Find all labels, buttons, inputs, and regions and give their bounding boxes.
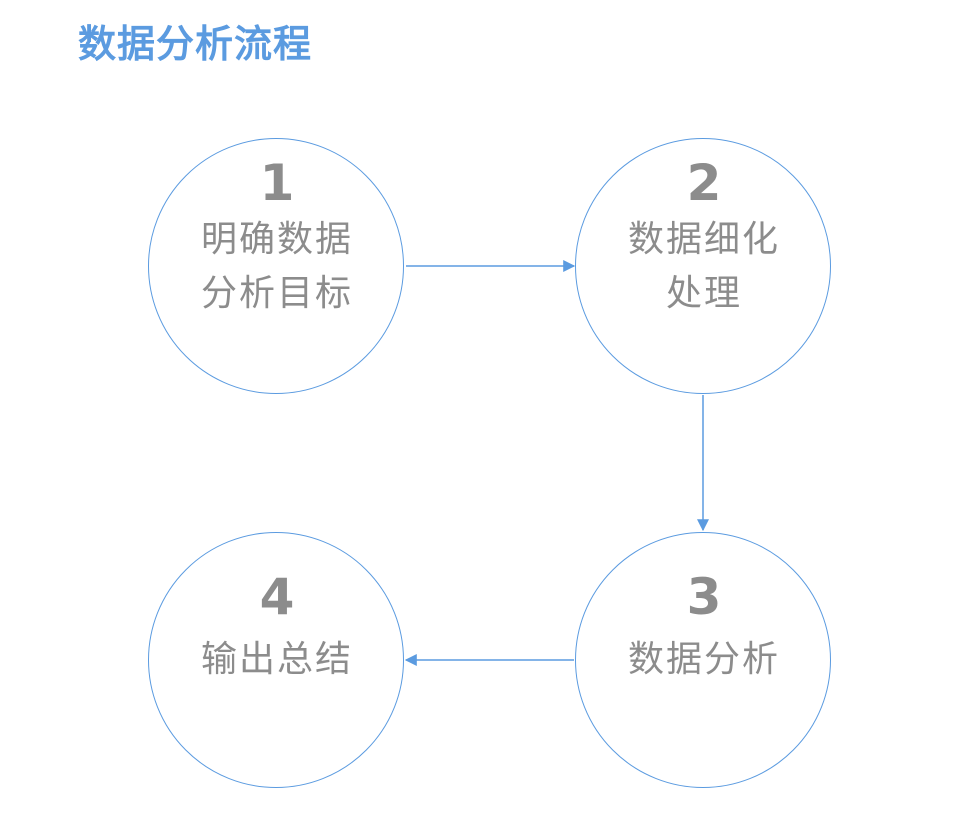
step-node-1: 1 明确数据 分析目标 (148, 138, 404, 394)
step-label-line: 明确数据 (200, 219, 353, 260)
step-number: 2 (686, 154, 722, 212)
page-title: 数据分析流程 (78, 22, 313, 66)
step-number: 3 (686, 568, 722, 626)
step-number: 4 (259, 568, 295, 626)
step-number: 1 (259, 154, 295, 212)
step-label-line: 处理 (665, 273, 742, 314)
step-label-line: 数据细化 (627, 219, 780, 260)
step-node-4: 4 输出总结 (148, 532, 404, 788)
step-label-line: 输出总结 (200, 639, 353, 680)
step-label-line: 分析目标 (200, 273, 353, 314)
step-label-line: 数据分析 (627, 639, 780, 680)
step-node-3: 3 数据分析 (575, 532, 831, 788)
step-node-2: 2 数据细化 处理 (575, 138, 831, 394)
